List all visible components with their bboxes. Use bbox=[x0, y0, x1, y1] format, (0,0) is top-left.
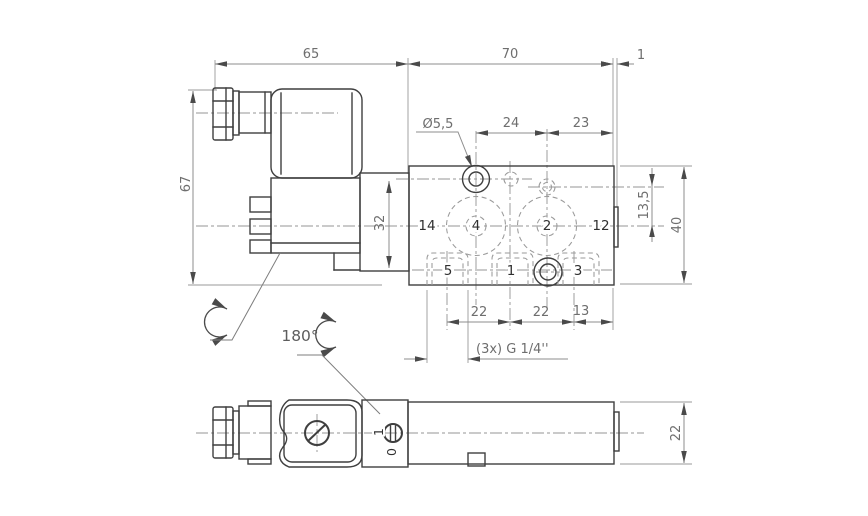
port-label-12: 12 bbox=[592, 218, 609, 234]
port-label-14: 14 bbox=[418, 218, 435, 234]
screw-slot bbox=[307, 423, 327, 442]
port-label-1: 1 bbox=[507, 263, 516, 279]
body-end-cap bbox=[613, 411, 620, 452]
hidden-holes bbox=[445, 171, 578, 257]
connector-screw bbox=[304, 420, 330, 446]
dim-22-right: 22 bbox=[533, 305, 550, 320]
dim-65: 65 bbox=[303, 47, 320, 62]
dim-22-left: 22 bbox=[471, 305, 488, 320]
dim-70: 70 bbox=[502, 47, 519, 62]
thread-note: (3x) G 1/4'' bbox=[476, 342, 549, 357]
dim-22-side: 22 bbox=[669, 425, 684, 442]
dimension-labels: 65 70 1 24 23 Ø5,5 67 32 13,5 40 22 22 1… bbox=[179, 47, 685, 441]
mounting-hole-top bbox=[461, 164, 491, 194]
rotation-annotations: 180° bbox=[203, 252, 381, 415]
dim-13: 13 bbox=[573, 304, 590, 319]
mounting-hole-bottom bbox=[533, 257, 563, 287]
dim-hole-diameter: Ø5,5 bbox=[423, 117, 454, 132]
manual-override-section: 1 0 bbox=[361, 399, 409, 468]
side-view: 1 0 bbox=[212, 399, 620, 468]
port-4-bore bbox=[445, 195, 507, 257]
din-connector-side bbox=[278, 399, 363, 468]
top-view: 14 4 2 12 5 1 3 bbox=[212, 87, 619, 287]
body-bottom-tab bbox=[467, 452, 486, 467]
switch-rotation-leader bbox=[297, 354, 381, 415]
rotation-arrow-icon bbox=[203, 298, 228, 346]
coil-rotation-leader bbox=[210, 252, 281, 341]
switch-position-0: 0 bbox=[384, 448, 399, 456]
port-2-bore bbox=[516, 195, 578, 257]
dim-40: 40 bbox=[670, 217, 685, 234]
solenoid-coil bbox=[249, 177, 361, 271]
rotation-180-arrow-icon bbox=[315, 311, 337, 358]
port-label-3: 3 bbox=[574, 263, 583, 279]
dim-67: 67 bbox=[179, 176, 194, 193]
din-connector-housing bbox=[270, 88, 363, 179]
dim-13-5: 13,5 bbox=[637, 191, 652, 220]
pilot-port-tab bbox=[613, 206, 619, 248]
port-label-2: 2 bbox=[543, 218, 552, 234]
dimension-lines bbox=[190, 61, 687, 463]
extension-lines bbox=[188, 58, 692, 465]
dim-1: 1 bbox=[637, 48, 645, 63]
dim-24: 24 bbox=[503, 116, 520, 131]
hole-leader bbox=[416, 131, 473, 168]
port-label-4: 4 bbox=[472, 218, 481, 234]
threaded-ports-hidden bbox=[426, 252, 600, 285]
valve-body-top bbox=[408, 165, 619, 286]
port-label-5: 5 bbox=[444, 263, 453, 279]
dim-32: 32 bbox=[373, 215, 388, 232]
cable-gland-hex-nut-side bbox=[212, 406, 240, 459]
connector-stem bbox=[238, 91, 272, 134]
override-switch bbox=[383, 423, 403, 443]
dim-23: 23 bbox=[573, 116, 590, 131]
cable-gland-hex-nut bbox=[212, 87, 240, 141]
connector-stem-side bbox=[238, 400, 272, 465]
rotation-angle-label: 180° bbox=[281, 327, 318, 345]
switch-position-1: 1 bbox=[371, 428, 386, 436]
valve-body-side bbox=[407, 401, 620, 467]
